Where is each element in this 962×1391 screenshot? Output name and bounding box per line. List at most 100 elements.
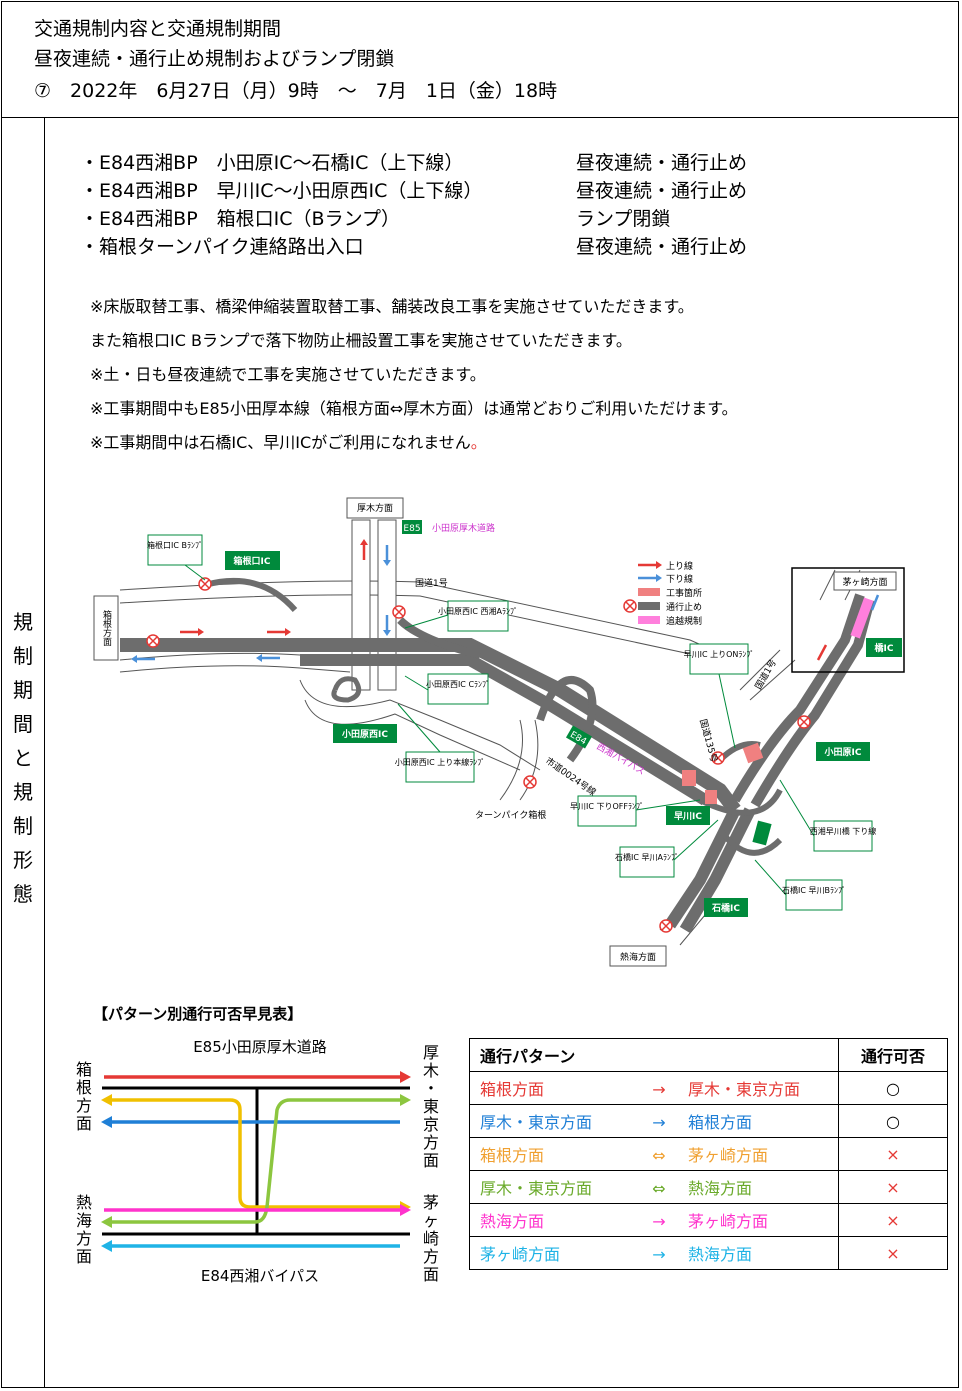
table-row: 箱根方面⇔茅ヶ崎方面 × (469, 1137, 948, 1171)
legend-construction-label: 工事箇所 (666, 587, 702, 599)
note-line: ※工事期間中もE85小田厚本線（箱根方面⇔厚木方面）は通常どおりご利用いただけま… (90, 399, 738, 418)
row-result: ○ (838, 1104, 948, 1138)
regulation-type: 昼夜連続・通行止め (576, 180, 748, 202)
svg-text:海: 海 (76, 1211, 92, 1230)
left-bottom-label: 熱 海 方 面 (76, 1193, 92, 1266)
hayakawa-on-label: 早川IC 上りONﾗﾝﾌﾟ (684, 650, 755, 659)
row-result: × (838, 1203, 948, 1237)
row-from: 熱海方面 (480, 1212, 545, 1231)
svg-text:厚: 厚 (423, 1043, 439, 1062)
side-label-char: 態 (13, 882, 33, 906)
table-row: 厚木・東京方面⇔熱海方面 × (469, 1170, 948, 1204)
regulation-type: ランプ閉鎖 (576, 208, 671, 230)
row-to: 厚木・東京方面 (688, 1080, 801, 1099)
row-arrow: → (652, 1080, 666, 1099)
right-bottom-label: 茅 ヶ 崎 方 面 (423, 1193, 439, 1284)
svg-text:熱: 熱 (76, 1193, 92, 1212)
svg-text:方: 方 (76, 1096, 92, 1115)
map-legend (638, 588, 660, 624)
side-label-char: と (13, 746, 33, 770)
svg-text:崎: 崎 (423, 1229, 439, 1248)
svg-text:京: 京 (423, 1115, 439, 1134)
side-label-char: 形 (13, 848, 33, 872)
header-divider (1, 117, 959, 118)
legend-closed-label: 通行止め (666, 601, 702, 613)
note-line: ※土・日も昼夜連続で工事を実施させていただきます。 (90, 365, 486, 384)
right-top-label: 厚 木 ・ 東 京 方 面 (423, 1043, 439, 1170)
pattern-table: 通行パターン 通行可否 箱根方面→厚木・東京方面 ○ 厚木・東京方面→箱根方面 … (469, 1038, 948, 1270)
regulation-type: 昼夜連続・通行止め (576, 236, 748, 258)
shido-label: 市道0024号線 (543, 755, 598, 799)
note-text: ※工事期間中は石橋IC、早川ICがご利用になれません (90, 433, 471, 452)
side-label-char: 期 (13, 678, 33, 702)
odawaranishi-c-label: 小田原西IC Cﾗﾝﾌﾟ (426, 680, 490, 689)
e85-name: 小田原厚木道路 (432, 522, 495, 534)
legend-up-label: 上り線 (666, 560, 693, 572)
inset-box (791, 567, 905, 673)
odawara-ic-badge: 小田原IC (824, 746, 862, 758)
odawaranishi-up-label: 小田原西IC 上り本線ﾗﾝﾌﾟ (395, 757, 486, 767)
svg-text:面: 面 (76, 1247, 92, 1266)
regulation-item: ・E84西湘BP 箱根口IC（Bランプ） (80, 208, 401, 230)
row-from: 茅ヶ崎方面 (480, 1245, 561, 1264)
svg-text:方: 方 (423, 1133, 439, 1152)
row-result: ○ (838, 1071, 948, 1105)
row-to: 熱海方面 (688, 1245, 753, 1264)
seisho-hayakawa-label: 西湘早川橋 下り線 (810, 826, 877, 836)
row-to: 茅ヶ崎方面 (688, 1146, 769, 1165)
svg-text:方: 方 (76, 1229, 92, 1248)
hayakawa-ic-badge: 早川IC (674, 811, 702, 822)
ic-badges (225, 520, 902, 917)
note-line: ※工事期間中は石橋IC、早川ICがご利用になれません。 (90, 433, 487, 453)
row-to: 箱根方面 (688, 1113, 753, 1132)
regulation-item: ・E84西湘BP 早川IC～小田原西IC（上下線） (80, 180, 483, 202)
top-road-label: E85小田原厚木道路 (193, 1038, 327, 1056)
header-period: ⑦ 2022年 6月27日（月）9時 ～ 7月 1日（金）18時 (34, 80, 558, 102)
left-top-label: 箱 根 方 面 (76, 1060, 92, 1133)
svg-text:茅: 茅 (423, 1193, 439, 1212)
header-pattern: 通行パターン (469, 1038, 839, 1072)
svg-text:・: ・ (423, 1079, 439, 1098)
table-row: 茅ヶ崎方面→熱海方面 × (469, 1236, 948, 1270)
closed-roads (120, 577, 875, 934)
side-label: 規 制 期 間 と 規 制 形 態 (10, 605, 36, 911)
svg-text:箱: 箱 (76, 1060, 92, 1079)
side-label-char: 制 (13, 644, 33, 668)
row-from: 厚木・東京方面 (480, 1179, 593, 1198)
side-label-char: 間 (13, 712, 33, 736)
side-label-char: 規 (13, 610, 33, 634)
closure-icons (146, 577, 811, 933)
svg-text:方: 方 (423, 1247, 439, 1266)
left-column-divider (44, 118, 45, 1388)
row-arrow: → (652, 1113, 666, 1132)
ishibashi-a-label: 石橋IC 早川Aﾗﾝﾌﾟ (615, 852, 679, 862)
row-arrow: → (652, 1212, 666, 1231)
hashi-ic-badge: 橋IC (875, 642, 894, 654)
bottom-road-label: E84西湘バイパス (201, 1267, 319, 1285)
hayakawa-off-label: 早川IC 下りOFFﾗﾝﾌﾟ (570, 802, 644, 811)
hakoneguchi-ic-badge: 箱根口IC (234, 555, 271, 567)
side-label-char: 制 (13, 814, 33, 838)
hakoneguchi-b-label: 箱根口IC Bﾗﾝﾌﾟ (147, 540, 203, 550)
pattern-diagram: E85小田原厚木道路 E84西湘バイパス 箱 根 方 面 熱 海 方 面 厚 木… (76, 1038, 439, 1285)
hakone-side-label: 箱根方面 (101, 609, 112, 647)
row-arrow: ⇔ (652, 1179, 666, 1198)
direction-arrows (131, 539, 880, 663)
svg-text:木: 木 (423, 1061, 439, 1080)
pattern-chart-title: 【パターン別通行可否早見表】 (93, 1005, 303, 1023)
note-line: ※床版取替工事、橋梁伸縮装置取替工事、舗装改良工事を実施させていただきます。 (90, 297, 694, 316)
row-to: 茅ヶ崎方面 (688, 1212, 769, 1231)
side-label-char: 規 (13, 780, 33, 804)
legend-down-label: 下り線 (666, 573, 693, 585)
e85-badge: E85 (403, 524, 420, 534)
turnpike-label: ターンパイク箱根 (475, 809, 546, 821)
row-from: 箱根方面 (480, 1080, 545, 1099)
ishibashi-b-label: 石橋IC 早川Bﾗﾝﾌﾟ (782, 885, 846, 895)
odawaranishi-ic-badge: 小田原西IC (341, 728, 388, 740)
atami-label: 熱海方面 (620, 951, 656, 963)
callout-boxes (147, 534, 873, 911)
header-result: 通行可否 (838, 1038, 948, 1072)
place-boxes (93, 497, 897, 967)
svg-text:面: 面 (423, 1265, 439, 1284)
